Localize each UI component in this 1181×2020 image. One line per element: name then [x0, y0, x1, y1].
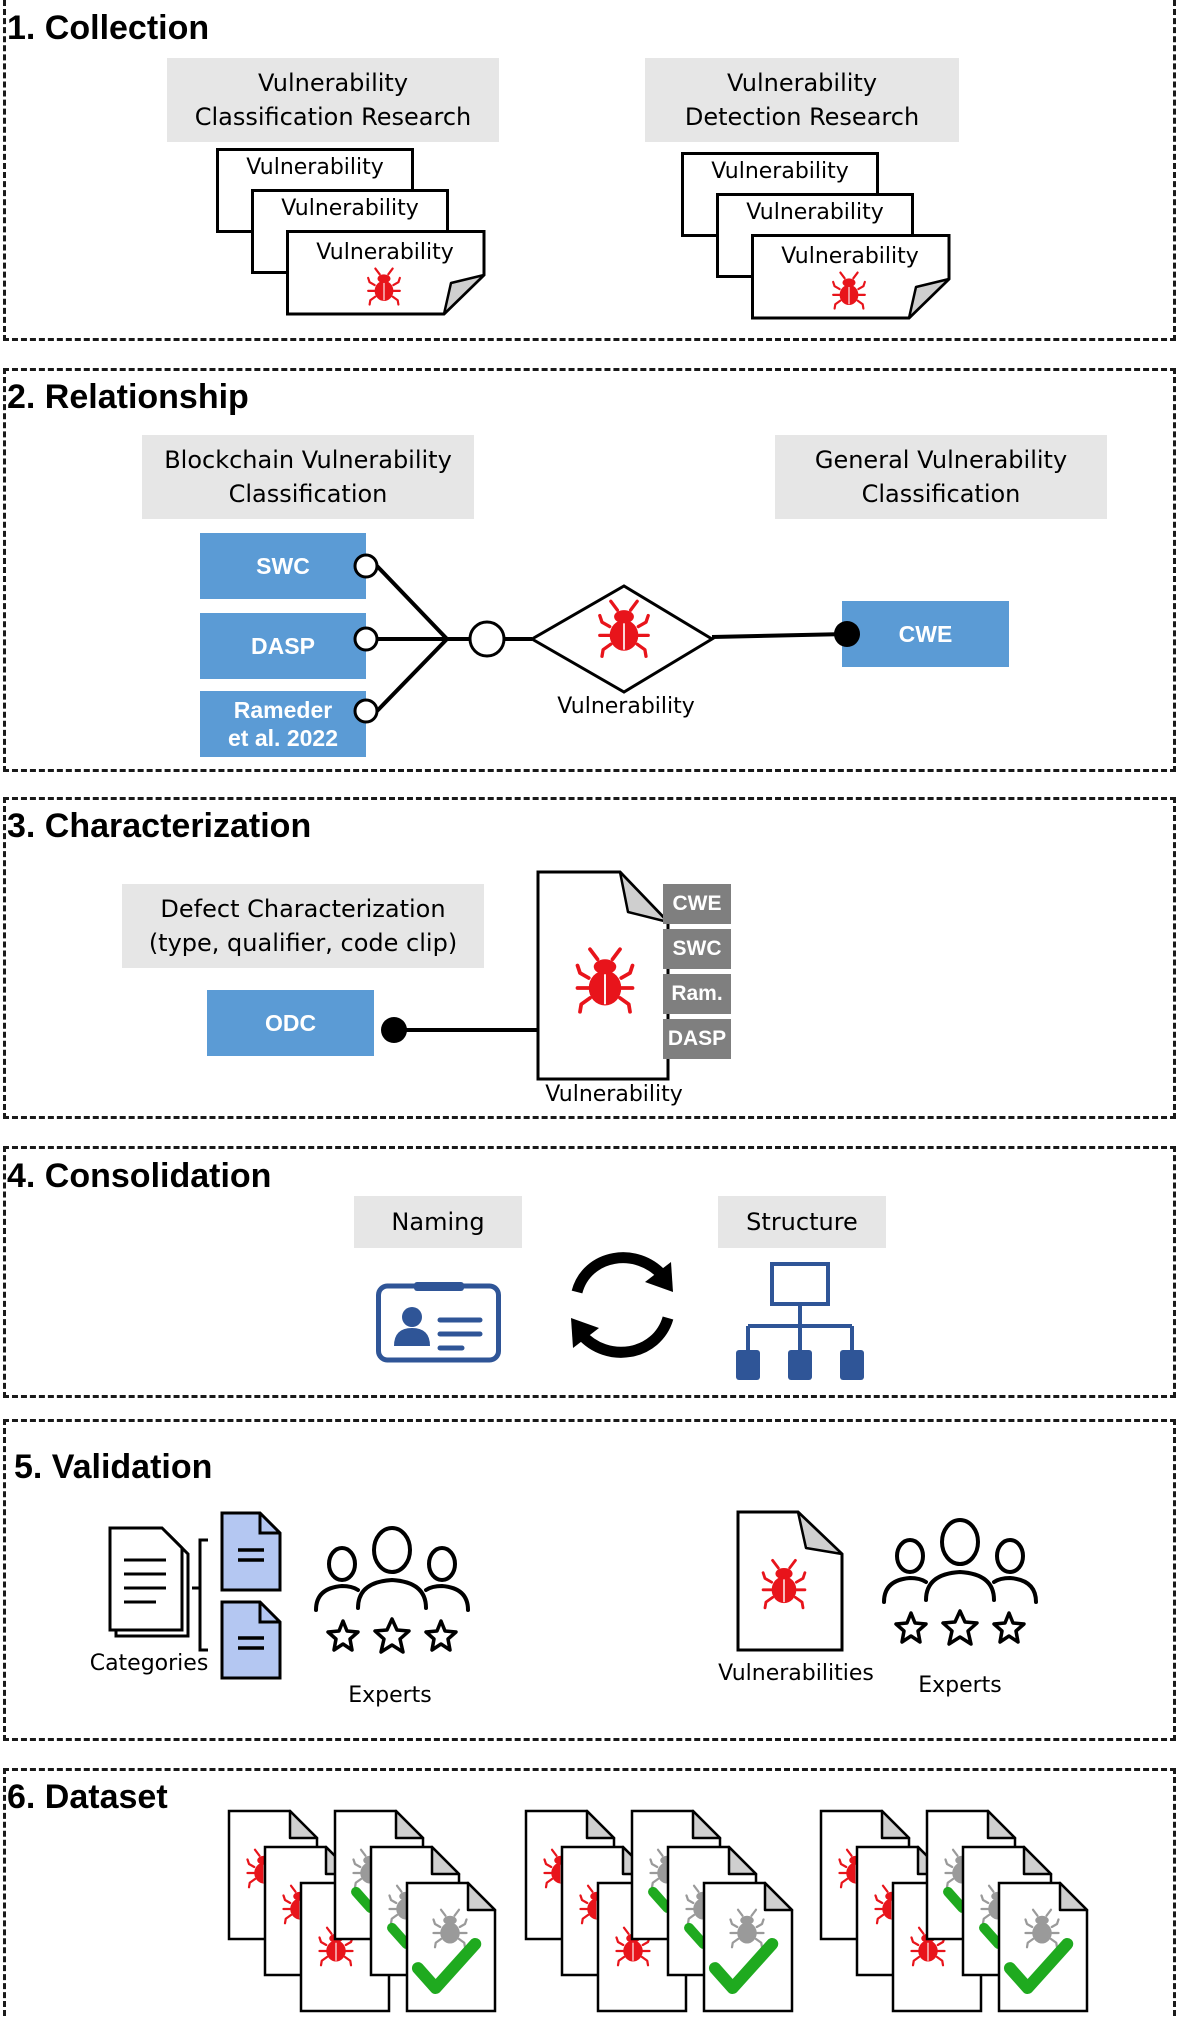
section-dataset	[3, 1768, 1176, 2016]
structure-box: Structure	[718, 1196, 886, 1248]
vulnerability-label: Vulnerability	[545, 1082, 683, 1107]
tag-swc: SWC	[663, 929, 731, 969]
vulnerability-label: Vulnerability	[557, 694, 695, 719]
section-validation	[3, 1419, 1176, 1741]
swc-box: SWC	[200, 533, 366, 599]
vulnerability-detection-research-box: Vulnerability Detection Research	[645, 58, 959, 142]
section-title-consolidation: 4. Consolidation	[7, 1157, 272, 1195]
id-card-icon	[376, 1282, 501, 1363]
rameder-box: Rameder et al. 2022	[200, 691, 366, 757]
tag-ram: Ram.	[663, 974, 731, 1014]
tag-cwe: CWE	[663, 884, 731, 924]
vulnerability-doc-front	[286, 230, 486, 316]
odc-box: ODC	[207, 990, 374, 1056]
connector-dot	[834, 621, 860, 647]
dataset-cluster-1	[228, 1810, 500, 2020]
characterization-connector	[381, 870, 670, 1081]
experts-icon	[882, 1518, 1038, 1646]
section-title-collection: 1. Collection	[7, 9, 210, 47]
connector-circle	[353, 698, 379, 724]
hierarchy-icon	[736, 1262, 864, 1380]
section-title-validation: 5. Validation	[14, 1448, 213, 1486]
section-title-dataset: 6. Dataset	[7, 1778, 168, 1816]
doc-label: Vulnerability	[316, 240, 454, 265]
doc-label: Vulnerability	[711, 159, 849, 184]
section-relationship	[3, 368, 1176, 772]
section-consolidation	[3, 1146, 1176, 1398]
sync-arrows-icon	[571, 1252, 674, 1358]
experts-icon	[314, 1526, 470, 1654]
categories-icon	[108, 1511, 282, 1680]
doc-label: Vulnerability	[746, 200, 884, 225]
connector-circle	[353, 626, 379, 652]
vulnerability-doc-icon	[736, 1510, 844, 1652]
connector-dot	[381, 1017, 407, 1043]
doc-label: Vulnerability	[281, 196, 419, 221]
general-vulnerability-classification-box: General Vulnerability Classification	[775, 435, 1107, 519]
section-collection	[3, 0, 1176, 341]
experts-label: Experts	[348, 1683, 432, 1708]
section-title-characterization: 3. Characterization	[7, 807, 312, 845]
doc-label: Vulnerability	[781, 244, 919, 269]
vulnerability-doc-front	[751, 234, 951, 320]
vulnerabilities-label: Vulnerabilities	[718, 1661, 874, 1686]
section-characterization	[3, 797, 1176, 1119]
relationship-connectors	[353, 553, 860, 724]
tag-dasp: DASP	[663, 1019, 731, 1059]
dataset-cluster-3	[820, 1810, 1092, 2020]
blockchain-vulnerability-classification-box: Blockchain Vulnerability Classification	[142, 435, 474, 519]
vulnerability-classification-research-box: Vulnerability Classification Research	[167, 58, 499, 142]
cwe-box: CWE	[842, 601, 1009, 667]
naming-box: Naming	[354, 1196, 522, 1248]
categories-label: Categories	[89, 1651, 209, 1676]
dasp-box: DASP	[200, 613, 366, 679]
connector-circle	[353, 553, 379, 579]
defect-characterization-box: Defect Characterization (type, qualifier…	[122, 884, 484, 968]
experts-label: Experts	[918, 1673, 1002, 1698]
dataset-cluster-2	[525, 1810, 797, 2020]
doc-label: Vulnerability	[246, 155, 384, 180]
section-title-relationship: 2. Relationship	[7, 378, 249, 416]
connector-circle	[468, 620, 506, 658]
